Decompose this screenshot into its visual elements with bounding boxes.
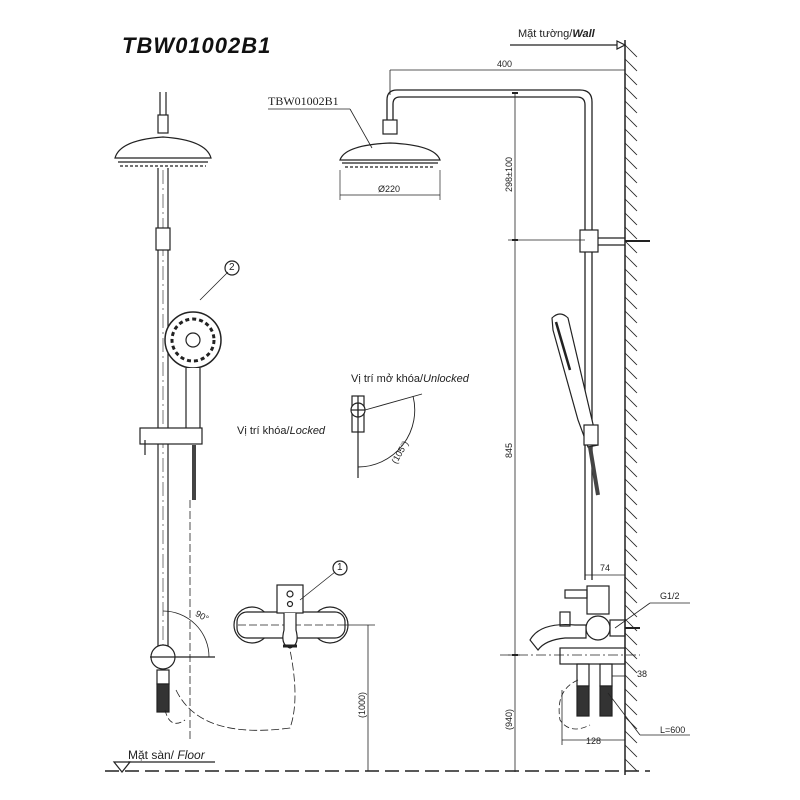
dim-upper-height: 298±100 [504, 157, 514, 192]
wall-hatch-line [624, 254, 638, 268]
wall-hatch-line [624, 72, 638, 86]
locked-label: Vị trí khóa/Locked [237, 426, 325, 437]
wall-hatch-line [624, 408, 638, 422]
height-dimensions [508, 92, 585, 772]
wall-hatch-line [624, 632, 638, 646]
wall-hatch-line [624, 282, 638, 296]
locked-label-en: Locked [289, 425, 326, 437]
wall-hatch-line [624, 380, 638, 394]
wall-hatch-line [624, 646, 638, 660]
model-title: TBW01002B1 [122, 33, 272, 58]
wall-hatch-line [624, 422, 638, 436]
wall-hatch-line [624, 170, 638, 184]
wall-hatch-line [624, 128, 638, 142]
right-shower-assembly [268, 69, 690, 745]
floor-label: Mặt sàn/ Floor [128, 749, 205, 761]
dim-arm-length: 400 [497, 59, 513, 69]
wall-hatch-line [624, 268, 638, 282]
wall-hatch-line [624, 226, 638, 240]
wall-hatch-line [624, 604, 638, 618]
wall-hatch-line [624, 58, 638, 72]
unlocked-label-vi: Vị trí mở khóa/ [351, 373, 424, 385]
dim-mid-height: 845 [504, 442, 514, 458]
callout-1: 1 [337, 562, 343, 573]
wall [510, 40, 638, 775]
wall-hatch-line [624, 660, 638, 674]
wall-hatch-line [624, 506, 638, 520]
wall-hatch-line [624, 478, 638, 492]
wall-hatch-line [624, 590, 638, 604]
floor-label-vi: Mặt sàn/ [128, 748, 178, 762]
wall-hatch-line [624, 366, 638, 380]
dim-hose-length: L=600 [660, 725, 686, 735]
dim-head-diameter: Ø220 [378, 184, 401, 194]
wall-hatch-line [624, 156, 638, 170]
wall-hatch-line [624, 142, 638, 156]
wall-hatch-line [624, 744, 638, 758]
model-leader-label: TBW01002B1 [268, 94, 339, 108]
wall-hatch-line [624, 44, 638, 58]
wall-hatch-line [624, 492, 638, 506]
dim-thread: G1/2 [660, 591, 680, 601]
wall-hatch-line [624, 184, 638, 198]
dim-mixer-height-right: (940) [504, 708, 514, 730]
wall-hatch-line [624, 562, 638, 576]
wall-hatch-line [624, 758, 638, 772]
wall-hatch-line [624, 520, 638, 534]
wall-hatch-line [624, 702, 638, 716]
wall-hatch-line [624, 450, 638, 464]
floor-line [105, 761, 650, 773]
left-shower-assembly [114, 92, 375, 771]
wall-hatch-line [624, 114, 638, 128]
dim-mixer-height-left: (1000) [357, 691, 367, 718]
wall-hatch-line [624, 730, 638, 744]
locked-label-vi: Vị trí khóa/ [237, 425, 290, 437]
lever-lock-diagram [350, 393, 423, 478]
wall-hatch-line [624, 548, 638, 562]
wall-hatch-line [624, 338, 638, 352]
callout-2: 2 [229, 262, 235, 273]
wall-hatch-line [624, 576, 638, 590]
wall-hatch-line [624, 688, 638, 702]
wall-label-en: Wall [572, 28, 595, 40]
wall-hatch-line [624, 310, 638, 324]
wall-hatch-line [624, 86, 638, 100]
wall-hatch-line [624, 534, 638, 548]
wall-hatch-line [624, 212, 638, 226]
wall-hatch-line [624, 464, 638, 478]
unlocked-label: Vị trí mở khóa/Unlocked [351, 374, 469, 385]
unlocked-label-en: Unlocked [423, 373, 469, 385]
dim-inlet-offset: 38 [637, 669, 648, 679]
wall-hatch-line [624, 436, 638, 450]
wall-hatch-line [624, 324, 638, 338]
wall-hatch-line [624, 674, 638, 688]
wall-label-vi: Mặt tường/ [518, 28, 573, 40]
wall-hatch-line [624, 394, 638, 408]
wall-label: Mặt tường/Wall [518, 29, 595, 40]
floor-label-en: Floor [177, 748, 205, 762]
dim-mixer-depth: 74 [600, 563, 611, 573]
wall-hatch-line [624, 352, 638, 366]
wall-hatch-line [624, 198, 638, 212]
wall-hatch-line [624, 100, 638, 114]
wall-hatch-line [624, 618, 638, 632]
dim-bottom-depth: 128 [586, 736, 602, 746]
wall-hatch-line [624, 240, 638, 254]
wall-hatch-line [624, 296, 638, 310]
